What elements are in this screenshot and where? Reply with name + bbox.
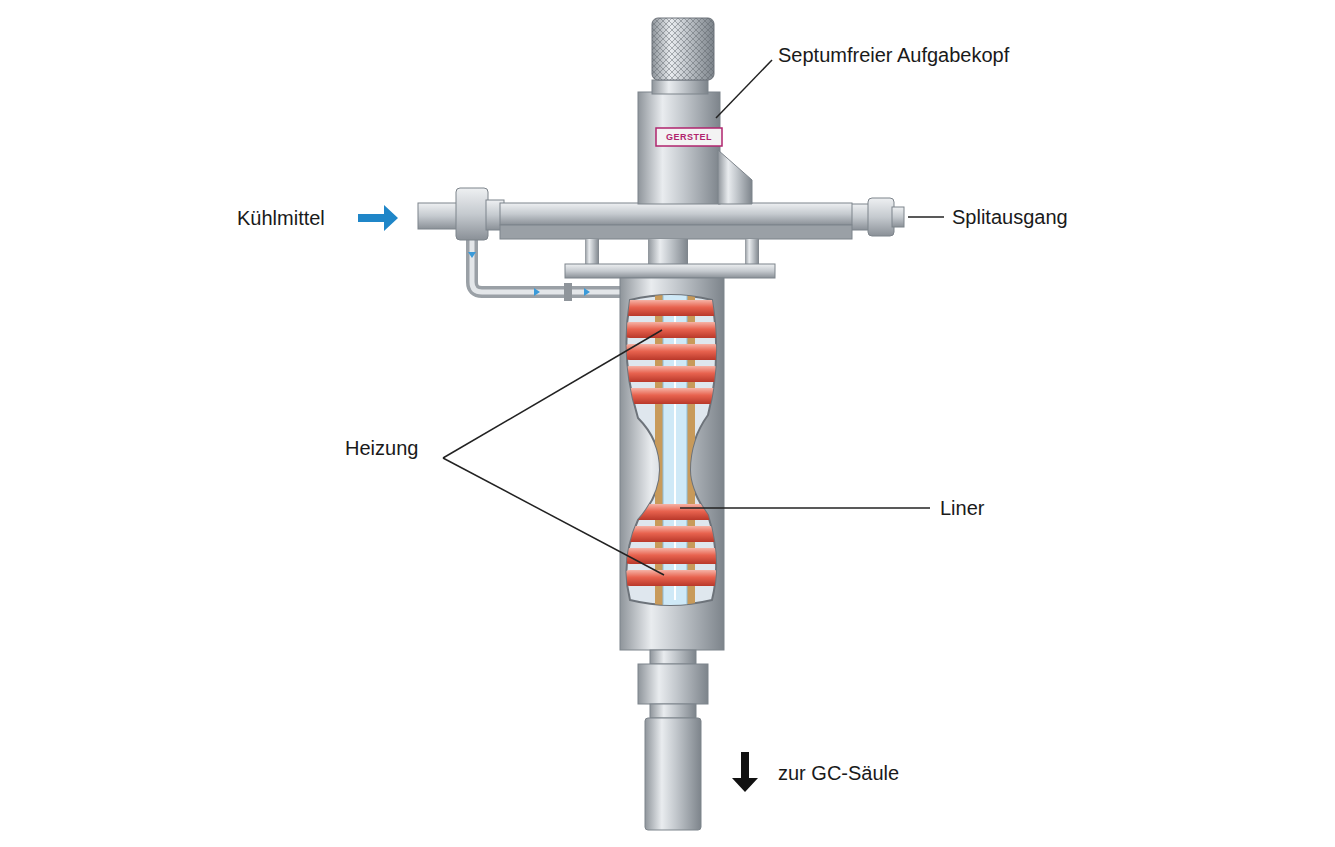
part-label: Septumfreier Aufgabekopf: [778, 43, 1009, 67]
heater-coil: [622, 366, 722, 382]
heater-coil: [622, 388, 722, 404]
part-label: zur GC-Säule: [778, 761, 899, 785]
heater-coil: [622, 526, 722, 542]
heater-coil: [622, 344, 722, 360]
heater-coil: [622, 300, 722, 316]
part-label: Liner: [940, 496, 984, 520]
heater-coil: [622, 570, 722, 586]
heater-coil: [622, 322, 722, 338]
heater-coil: [622, 504, 722, 520]
part-label: Splitausgang: [952, 205, 1068, 229]
part-label: Kühlmittel: [237, 206, 325, 230]
part-label: Heizung: [345, 436, 418, 460]
heater-coil: [622, 548, 722, 564]
brand-logo: GERSTEL: [666, 133, 712, 142]
